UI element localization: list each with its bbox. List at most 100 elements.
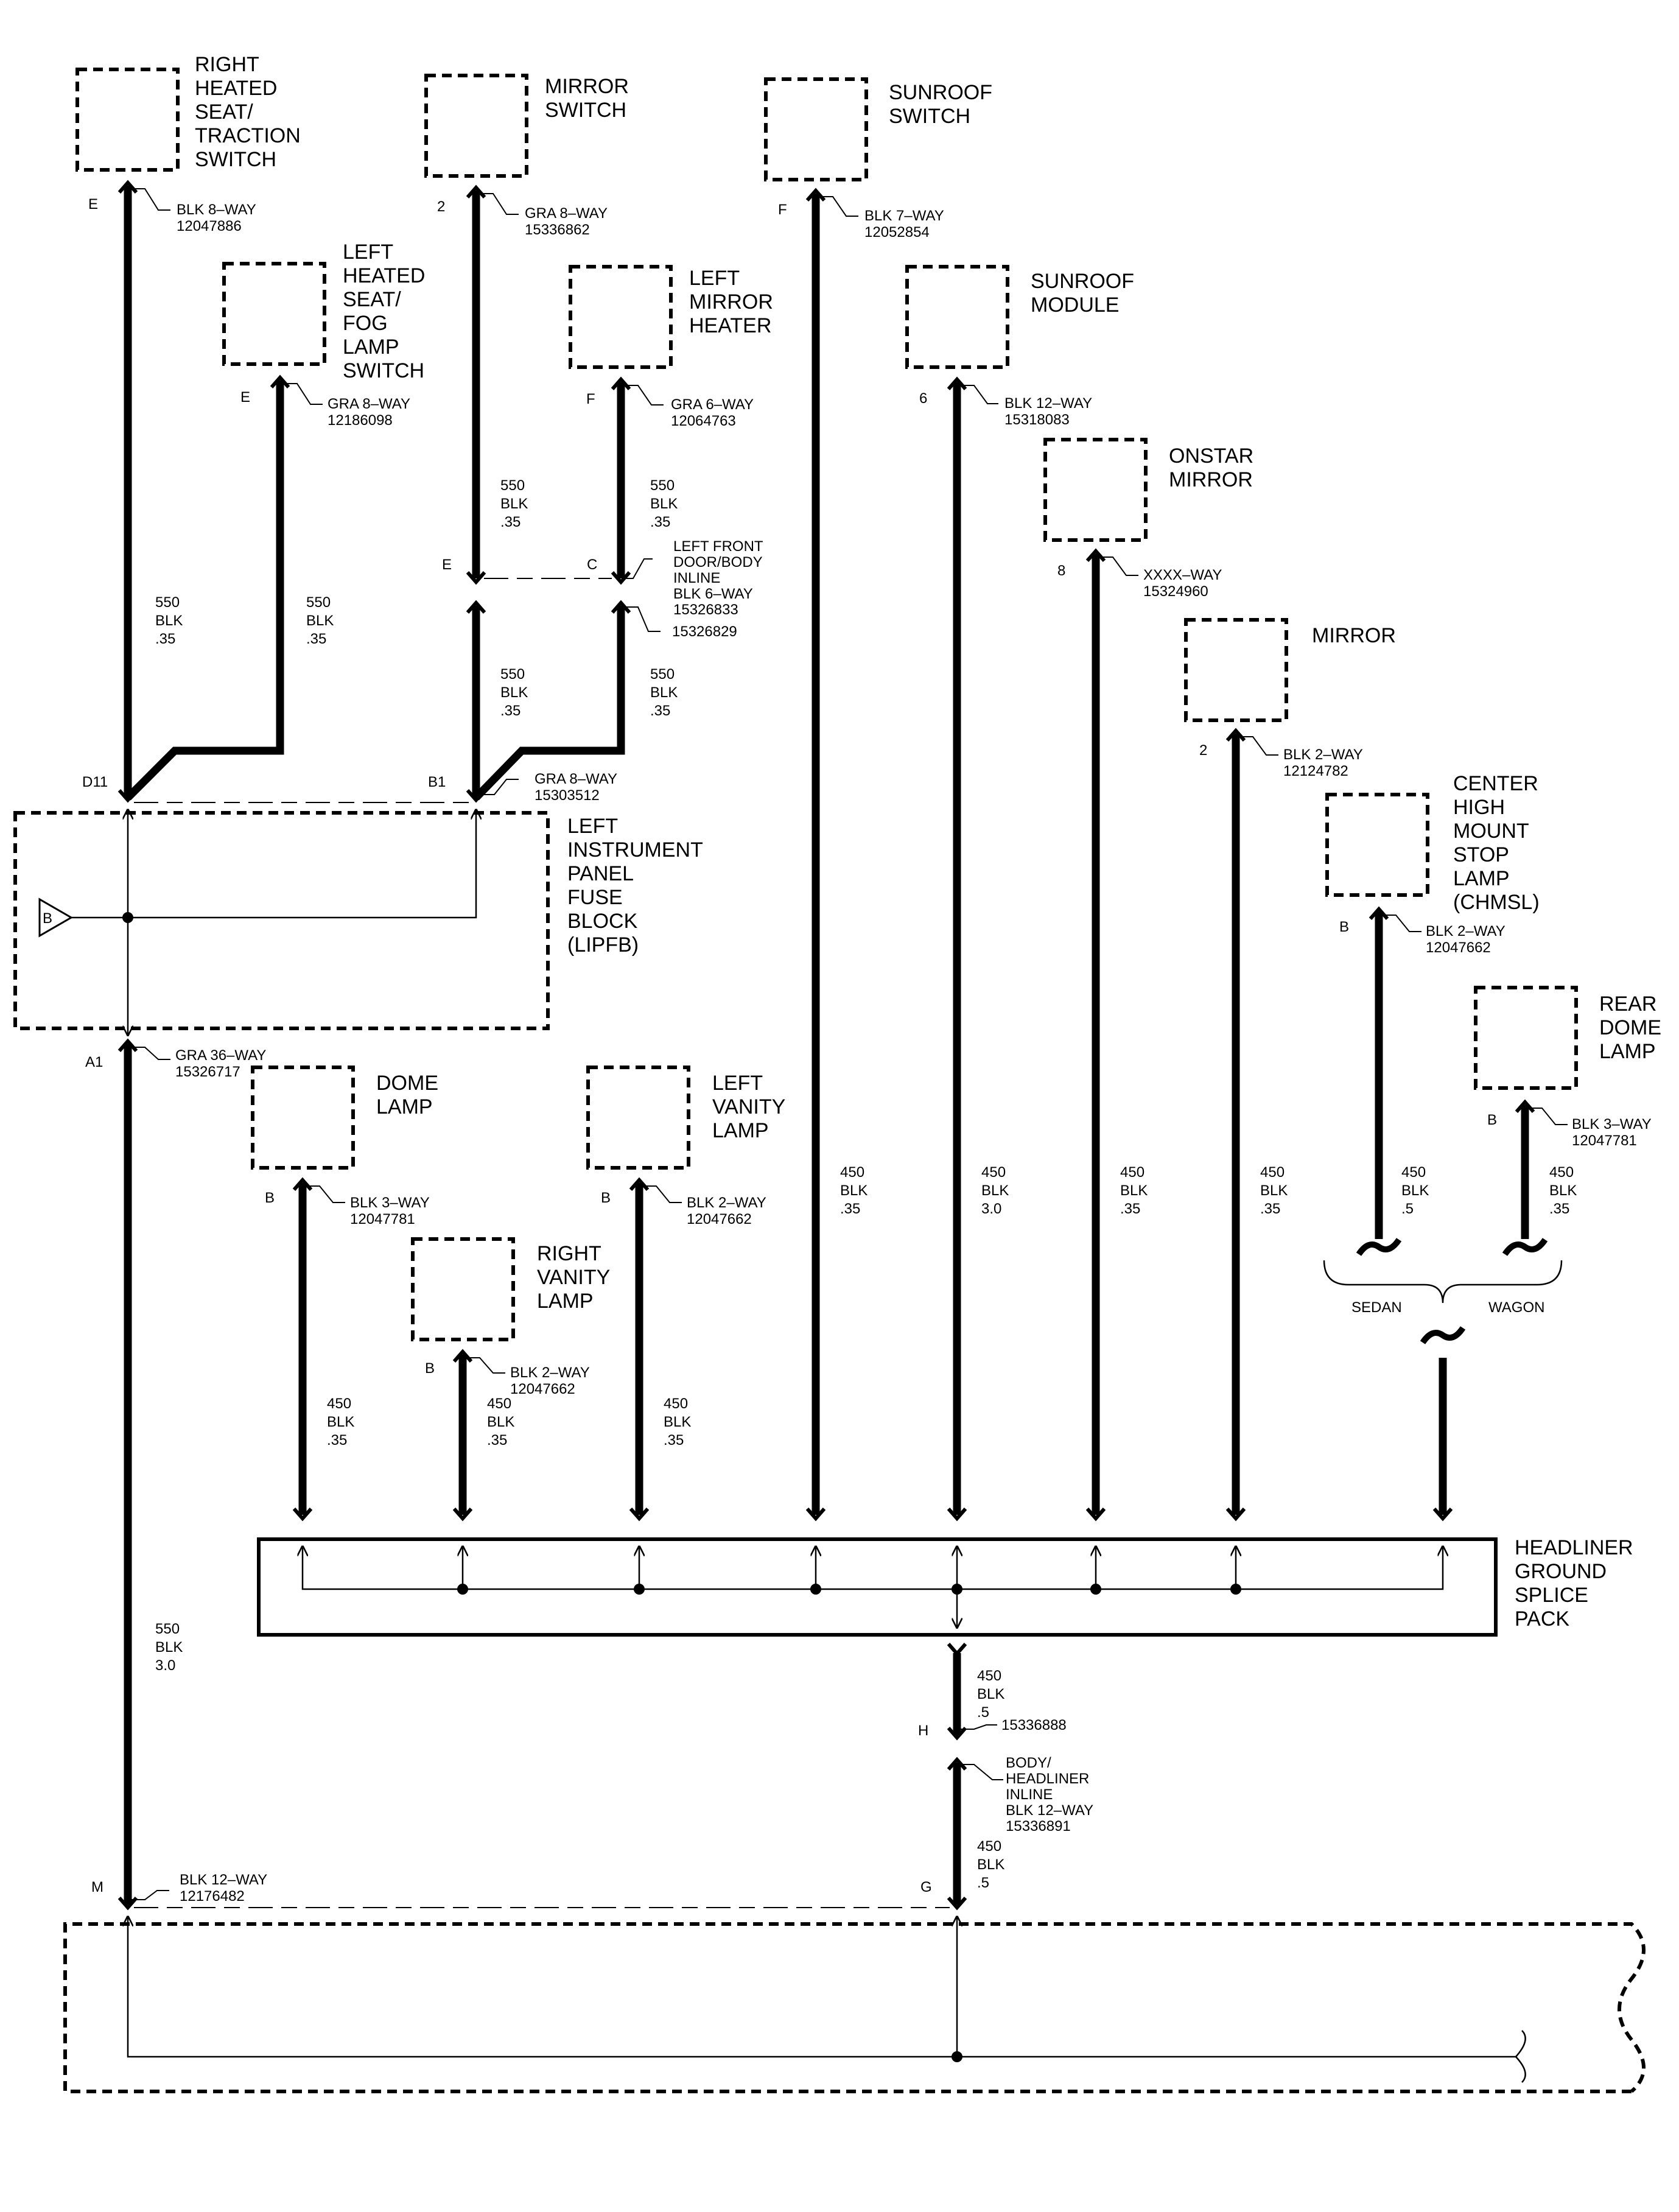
mirror-switch-box bbox=[424, 74, 528, 178]
label-line: GROUND bbox=[1515, 1560, 1607, 1583]
label-line: VANITY bbox=[712, 1095, 785, 1118]
onstar-mirror-box bbox=[1043, 438, 1148, 542]
label-line: BLK bbox=[487, 1414, 514, 1430]
label-line: PACK bbox=[1515, 1607, 1569, 1631]
leader-line bbox=[1528, 1108, 1568, 1125]
label-line: 15336888 bbox=[1001, 1717, 1067, 1733]
leader-line bbox=[960, 1724, 997, 1730]
pin-label: B bbox=[265, 1190, 275, 1206]
label-line: 450 bbox=[1120, 1164, 1144, 1181]
label-line: FUSE bbox=[567, 886, 623, 909]
label-line: LAMP bbox=[1599, 1040, 1656, 1063]
label-line: SUNROOF bbox=[889, 81, 992, 104]
sunroof-switch-box bbox=[764, 77, 868, 181]
left-heated-seat-switch-box bbox=[222, 262, 326, 366]
label-line: 550 bbox=[155, 1621, 180, 1637]
label-line: BLK bbox=[650, 684, 678, 701]
label-line: BLK bbox=[155, 1639, 183, 1655]
label-line: .35 bbox=[840, 1201, 860, 1217]
leader-line bbox=[479, 193, 519, 215]
left-vanity-lamp-box bbox=[586, 1066, 690, 1170]
pin-label: B bbox=[1487, 1112, 1497, 1128]
connector-label: 15326829 bbox=[672, 623, 737, 640]
label-line: GRA 8–WAY bbox=[535, 771, 617, 787]
splice-dot bbox=[1230, 1584, 1241, 1595]
label-line: 12047781 bbox=[350, 1211, 415, 1227]
leader-line bbox=[624, 558, 653, 579]
leader-line bbox=[624, 606, 661, 632]
label-line: XXXX–WAY bbox=[1143, 567, 1222, 583]
pin-label: B bbox=[1339, 919, 1349, 935]
terminal-chevron bbox=[452, 1508, 473, 1522]
label-line: BLK 7–WAY bbox=[864, 208, 944, 224]
label-line: BLK 8–WAY bbox=[177, 202, 256, 218]
chmsl-break-symbol bbox=[1356, 1238, 1402, 1256]
label-line: BLK bbox=[500, 496, 528, 512]
label-line: 12124782 bbox=[1283, 763, 1348, 779]
bus-b-triangle bbox=[38, 897, 74, 938]
terminal-chevron bbox=[947, 1727, 967, 1741]
mirror-box bbox=[1184, 618, 1288, 722]
label-line: MODULE bbox=[1031, 293, 1119, 317]
label-line: INLINE bbox=[1006, 1786, 1053, 1803]
label-line: .35 bbox=[1260, 1201, 1280, 1217]
splice-bus-horizontal bbox=[303, 1547, 1443, 1590]
label-line: 12186098 bbox=[328, 412, 393, 429]
option-break-symbol bbox=[1420, 1326, 1466, 1344]
label-line: BLK 12–WAY bbox=[180, 1872, 267, 1888]
label-line: DOME bbox=[1599, 1016, 1661, 1039]
sunroof-module-box bbox=[905, 265, 1009, 369]
pin-label: 8 bbox=[1057, 563, 1065, 579]
pin-label: M bbox=[91, 1879, 103, 1895]
label-line: MIRROR bbox=[1169, 468, 1253, 491]
label-line: 450 bbox=[1260, 1164, 1285, 1181]
label-line: HIGH bbox=[1453, 796, 1505, 819]
wire-left-heated-seat bbox=[125, 381, 284, 801]
label-line: 450 bbox=[487, 1396, 511, 1412]
label-line: .35 bbox=[664, 1432, 684, 1448]
label-line: 450 bbox=[977, 1668, 1001, 1684]
terminal-chevron bbox=[947, 1757, 967, 1771]
label-line: LEFT bbox=[343, 241, 393, 264]
bus-b-letter: B bbox=[43, 910, 52, 927]
pin-label: 6 bbox=[919, 390, 927, 407]
label-line: GRA 8–WAY bbox=[328, 396, 410, 412]
label-line: LAMP bbox=[537, 1290, 594, 1313]
terminal-chevron bbox=[117, 789, 138, 803]
label-line: 15303512 bbox=[535, 787, 600, 804]
label-line: HEADLINER bbox=[1006, 1771, 1089, 1787]
label-line: DOOR/BODY bbox=[673, 554, 763, 571]
label-line: SWITCH bbox=[889, 105, 970, 128]
label-line: .5 bbox=[977, 1704, 989, 1721]
label-line: .35 bbox=[1120, 1201, 1140, 1217]
leader-line bbox=[466, 1357, 505, 1374]
pin-label: B bbox=[601, 1190, 611, 1206]
label-line: BLK bbox=[981, 1182, 1009, 1199]
label-line: GRA 8–WAY bbox=[525, 205, 608, 222]
label-line: INSTRUMENT bbox=[567, 838, 703, 862]
terminal-chevron bbox=[292, 1508, 313, 1522]
label-line: BLK 3–WAY bbox=[1572, 1116, 1652, 1132]
label-line: RIGHT bbox=[195, 53, 259, 76]
label-line: DOME bbox=[376, 1072, 438, 1095]
terminal-chevron bbox=[947, 1508, 967, 1522]
leader-line bbox=[1382, 915, 1421, 932]
label-line: 12052854 bbox=[864, 224, 930, 241]
label-line: 15318083 bbox=[1004, 412, 1070, 428]
label-line: BLK bbox=[155, 613, 183, 629]
